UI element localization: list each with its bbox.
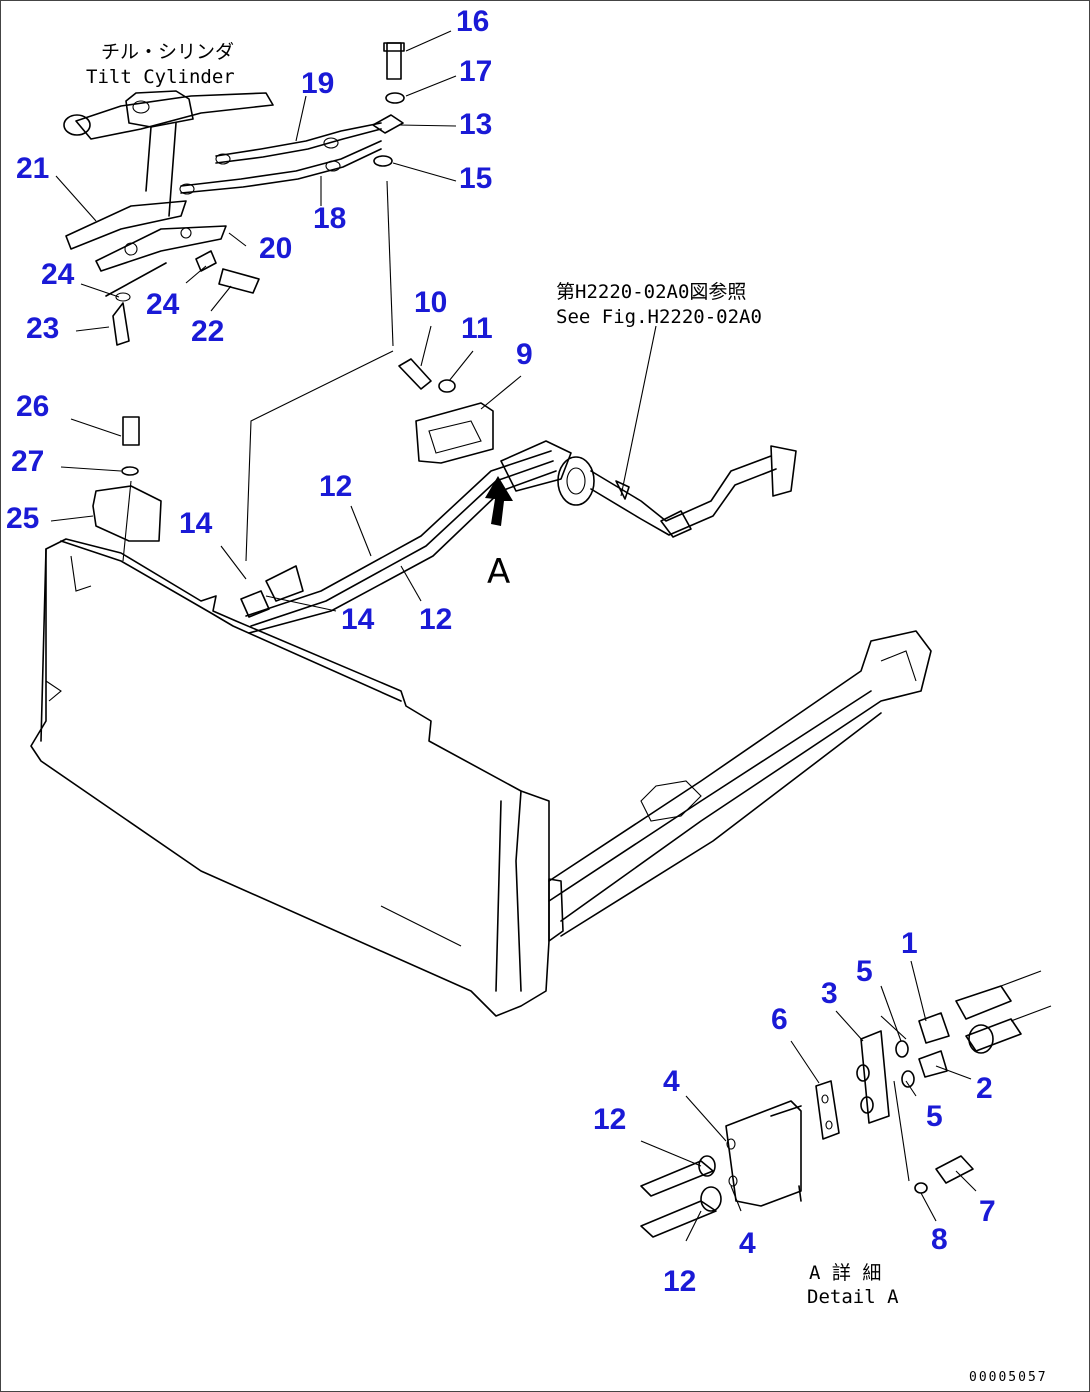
part-number-12-detail-top: 12 bbox=[593, 1103, 626, 1136]
tilt-cylinder-assembly bbox=[63, 90, 274, 217]
view-letter-a: A bbox=[487, 552, 510, 592]
detail-a-label-en: Detail A bbox=[807, 1286, 899, 1308]
tilt-cylinder-label-en: Tilt Cylinder bbox=[86, 66, 235, 88]
part-number-24-right: 24 bbox=[146, 288, 180, 321]
hoses-18-19 bbox=[179, 122, 382, 195]
part-number-9: 9 bbox=[516, 338, 533, 371]
detail-a-drawing bbox=[640, 970, 1052, 1238]
part-number-6: 6 bbox=[771, 1003, 788, 1036]
part-number-16: 16 bbox=[456, 5, 489, 38]
part-number-14-top: 14 bbox=[179, 507, 213, 540]
fittings-13-17 bbox=[372, 42, 405, 347]
part-number-19: 19 bbox=[301, 67, 334, 100]
tilt-cylinder-label-jp: チル・シリンダ bbox=[101, 41, 234, 63]
part-number-8: 8 bbox=[931, 1223, 948, 1256]
part-number-20: 20 bbox=[259, 232, 292, 265]
part-number-22: 22 bbox=[191, 315, 224, 348]
part-number-4-bottom: 4 bbox=[739, 1227, 756, 1260]
part-number-2: 2 bbox=[976, 1072, 993, 1105]
leader-lines bbox=[50, 30, 977, 1242]
annotations: チル・シリンダ Tilt Cylinder 第H2220-02A0図参照 See… bbox=[86, 41, 1048, 1385]
part-number-18: 18 bbox=[313, 202, 346, 235]
dozer-blade bbox=[30, 538, 550, 1017]
bracket-plates bbox=[65, 200, 260, 346]
detail-a-label-jp: A 詳 細 bbox=[809, 1262, 881, 1284]
part-number-27: 27 bbox=[11, 445, 44, 478]
part-number-12-detail-bottom: 12 bbox=[663, 1265, 696, 1298]
part-number-15: 15 bbox=[459, 162, 492, 195]
part-number-17: 17 bbox=[459, 55, 492, 88]
part-number-labels: 16 17 13 15 19 18 21 20 24 24 22 23 10 1… bbox=[6, 5, 996, 1298]
part-number-3: 3 bbox=[821, 977, 838, 1010]
cover-25-26-27 bbox=[92, 416, 162, 562]
part-number-11: 11 bbox=[461, 312, 493, 345]
part-number-26: 26 bbox=[16, 390, 49, 423]
see-fig-label-en: See Fig.H2220-02A0 bbox=[556, 306, 762, 328]
tube-12-assembly bbox=[240, 325, 797, 634]
part-number-25: 25 bbox=[6, 502, 39, 535]
part-number-5-top: 5 bbox=[856, 955, 873, 988]
part-number-13: 13 bbox=[459, 108, 492, 141]
part-number-7: 7 bbox=[979, 1195, 996, 1228]
see-fig-label-jp: 第H2220-02A0図参照 bbox=[556, 281, 746, 303]
push-arm bbox=[548, 630, 932, 942]
part-number-1: 1 bbox=[901, 927, 918, 960]
part-number-5-bottom: 5 bbox=[926, 1100, 943, 1133]
part-number-23: 23 bbox=[26, 312, 59, 345]
part-number-14-bottom: 14 bbox=[341, 603, 375, 636]
part-number-24-left: 24 bbox=[41, 258, 75, 291]
drawing-code: 00005057 bbox=[969, 1370, 1048, 1385]
part-number-21: 21 bbox=[16, 152, 49, 185]
part-number-4-top: 4 bbox=[663, 1065, 680, 1098]
part-number-12-bottom: 12 bbox=[419, 603, 452, 636]
bolt-and-bracket-9-11 bbox=[245, 350, 494, 562]
part-number-10: 10 bbox=[414, 286, 447, 319]
part-number-12-top: 12 bbox=[319, 470, 352, 503]
view-arrow-a bbox=[485, 476, 513, 526]
